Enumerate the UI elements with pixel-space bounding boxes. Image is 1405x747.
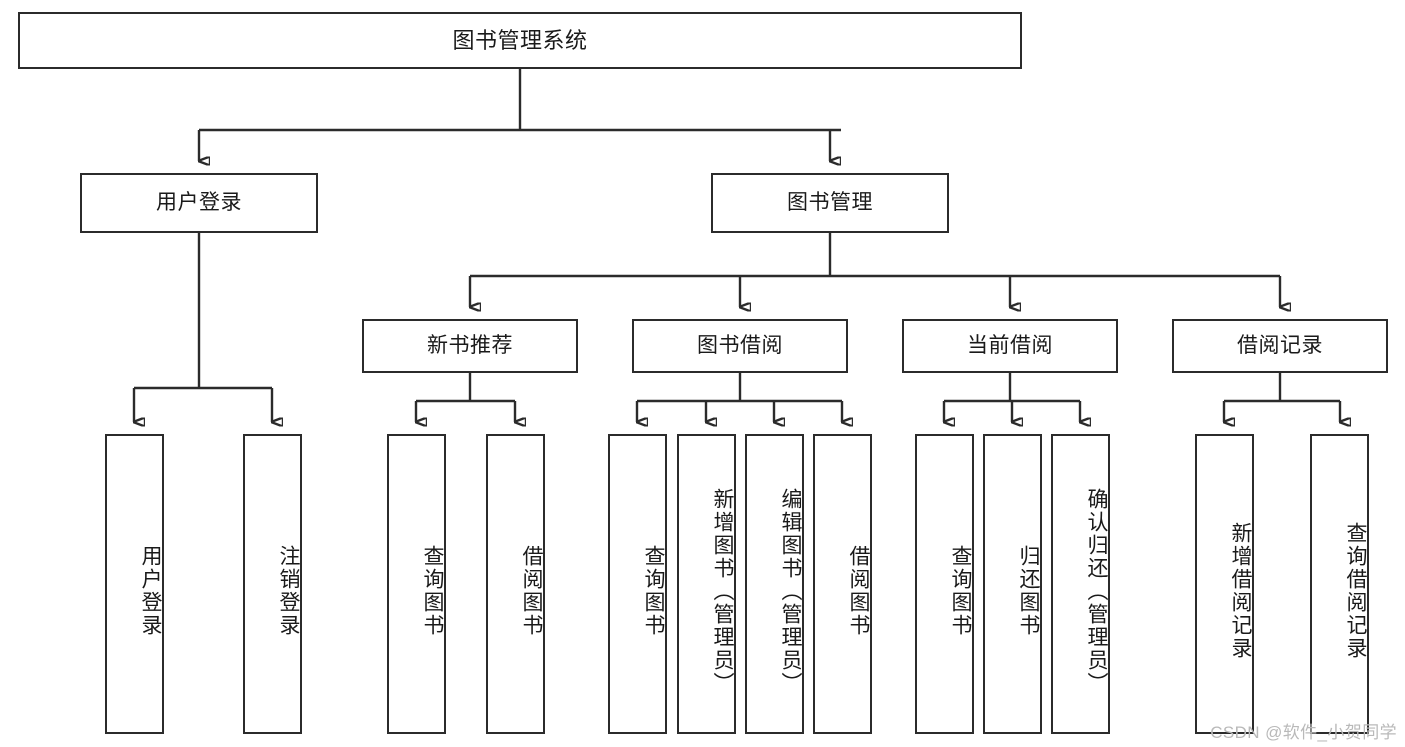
node-leaf-query-books-2-label: 查询图书 bbox=[642, 545, 665, 637]
node-book-borrow[interactable]: 图书借阅 bbox=[632, 319, 848, 373]
node-leaf-user-login[interactable]: 用户登录 bbox=[105, 434, 164, 734]
node-leaf-query-borrow-record[interactable]: 查询借阅记录 bbox=[1310, 434, 1369, 734]
node-current-borrow-label: 当前借阅 bbox=[967, 333, 1053, 357]
node-leaf-add-borrow-record[interactable]: 新增借阅记录 bbox=[1195, 434, 1254, 734]
node-leaf-borrow-books-1[interactable]: 借阅图书 bbox=[486, 434, 545, 734]
node-leaf-confirm-return-admin-label: 确认归还（管理员） bbox=[1085, 487, 1108, 695]
node-leaf-add-borrow-record-label: 新增借阅记录 bbox=[1229, 522, 1252, 660]
node-leaf-query-books-2[interactable]: 查询图书 bbox=[608, 434, 667, 734]
node-leaf-add-book-admin[interactable]: 新增图书（管理员） bbox=[677, 434, 736, 734]
node-leaf-logout[interactable]: 注销登录 bbox=[243, 434, 302, 734]
watermark: CSDN @软件_小贺同学 bbox=[1210, 723, 1397, 742]
node-leaf-edit-book-admin[interactable]: 编辑图书（管理员） bbox=[745, 434, 804, 734]
node-leaf-confirm-return-admin[interactable]: 确认归还（管理员） bbox=[1051, 434, 1110, 734]
node-leaf-query-books-3[interactable]: 查询图书 bbox=[915, 434, 974, 734]
node-book-management-label: 图书管理 bbox=[787, 190, 873, 214]
node-borrow-records[interactable]: 借阅记录 bbox=[1172, 319, 1388, 373]
node-leaf-user-login-label: 用户登录 bbox=[139, 545, 162, 637]
node-leaf-query-books-3-label: 查询图书 bbox=[949, 545, 972, 637]
node-leaf-edit-book-admin-label: 编辑图书（管理员） bbox=[779, 487, 802, 695]
node-leaf-query-borrow-record-label: 查询借阅记录 bbox=[1344, 522, 1367, 660]
node-new-book-recommend-label: 新书推荐 bbox=[427, 333, 513, 357]
node-current-borrow[interactable]: 当前借阅 bbox=[902, 319, 1118, 373]
node-user-login-label: 用户登录 bbox=[156, 190, 242, 214]
node-leaf-logout-label: 注销登录 bbox=[277, 545, 300, 637]
node-leaf-borrow-books-1-label: 借阅图书 bbox=[520, 545, 543, 637]
node-leaf-borrow-books-2-label: 借阅图书 bbox=[847, 545, 870, 637]
node-leaf-add-book-admin-label: 新增图书（管理员） bbox=[711, 487, 734, 695]
node-user-login[interactable]: 用户登录 bbox=[80, 173, 318, 233]
node-root[interactable]: 图书管理系统 bbox=[18, 12, 1022, 69]
node-leaf-return-books[interactable]: 归还图书 bbox=[983, 434, 1042, 734]
node-root-label: 图书管理系统 bbox=[452, 27, 588, 53]
node-leaf-return-books-label: 归还图书 bbox=[1017, 545, 1040, 637]
node-leaf-query-books-1[interactable]: 查询图书 bbox=[387, 434, 446, 734]
node-leaf-borrow-books-2[interactable]: 借阅图书 bbox=[813, 434, 872, 734]
node-new-book-recommend[interactable]: 新书推荐 bbox=[362, 319, 578, 373]
node-book-borrow-label: 图书借阅 bbox=[697, 333, 783, 357]
node-book-management[interactable]: 图书管理 bbox=[711, 173, 949, 233]
node-leaf-query-books-1-label: 查询图书 bbox=[421, 545, 444, 637]
node-borrow-records-label: 借阅记录 bbox=[1237, 333, 1323, 357]
